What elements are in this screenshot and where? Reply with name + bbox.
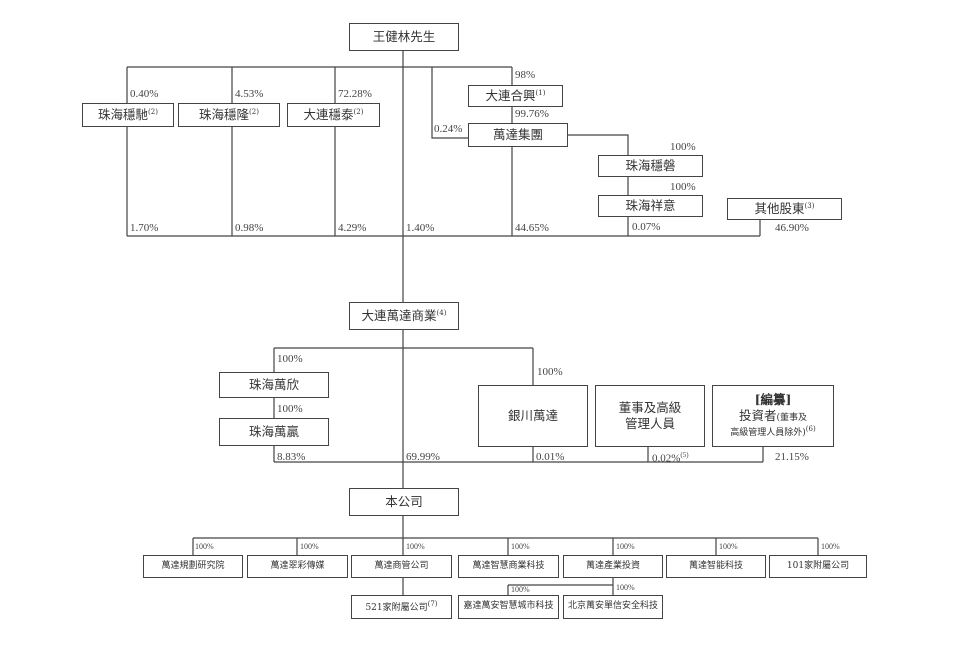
pct-label: 69.99% xyxy=(406,451,440,463)
box-label: 大連合興(1) xyxy=(485,87,546,103)
pct-label: 44.65% xyxy=(515,222,549,234)
box-label: 其他股東(3) xyxy=(754,200,815,216)
company-box: 本公司 xyxy=(349,488,459,516)
subsidiary-box: 萬達商管公司 xyxy=(351,555,452,578)
pct-label: 100% xyxy=(277,403,303,415)
subsidiary-box: 萬達翠彩傳媒 xyxy=(247,555,348,578)
pct-label: 1.40% xyxy=(406,222,435,234)
box-label: 銀川萬達 xyxy=(507,407,558,423)
box-label: 珠海萬贏 xyxy=(248,423,299,439)
box-label: 高級管理人員除外)(6) xyxy=(730,425,816,439)
dalian-hexing-box: 大連合興(1) xyxy=(468,85,563,107)
box-label: 101家附屬公司 xyxy=(786,560,850,571)
box-label: 珠海穩馳(2) xyxy=(98,106,158,122)
zhuhai-wenlong-box: 珠海穩隆(2) xyxy=(178,103,280,127)
subsidiary-box: 萬達規劃研究院 xyxy=(143,555,243,578)
dalian-wentai-box: 大連穩泰(2) xyxy=(287,103,380,127)
zhuhai-wenchi-box: 珠海穩馳(2) xyxy=(82,103,174,127)
box-label: 王健林先生 xyxy=(372,28,436,44)
pct-label: 0.02%(5) xyxy=(652,451,689,465)
box-label: 珠海萬欣 xyxy=(248,376,299,392)
pct-label: 100% xyxy=(821,542,840,551)
pct-label: 100% xyxy=(511,585,530,594)
pct-label: 100% xyxy=(406,542,425,551)
pct-label: 0.40% xyxy=(130,88,159,100)
pct-label: 100% xyxy=(616,583,635,592)
box-label: 萬達智能科技 xyxy=(688,560,743,571)
box-label: 珠海祥意 xyxy=(625,197,676,213)
box-label: 嘉達萬安智慧城市科技 xyxy=(463,601,554,612)
pct-label: 98% xyxy=(515,69,536,81)
zhuhai-wenpan-box: 珠海穩磐 xyxy=(598,155,703,177)
zhuhai-xiangyi-box: 珠海祥意 xyxy=(598,195,703,217)
pct-label: 100% xyxy=(300,542,319,551)
box-label: 521家附屬公司(7) xyxy=(365,599,438,613)
pct-label: 72.28% xyxy=(338,88,372,100)
box-label: 本公司 xyxy=(385,493,423,509)
pct-label: 8.83% xyxy=(277,451,306,463)
box-label: 珠海穩隆(2) xyxy=(199,106,259,122)
pct-label: 0.01% xyxy=(536,451,565,463)
pct-label: 4.53% xyxy=(235,88,264,100)
pct-label: 100% xyxy=(195,542,214,551)
zhuhai-wanying-box: 珠海萬贏 xyxy=(219,418,329,446)
directors-management-box: 董事及高級管理人員 xyxy=(595,385,705,447)
box-label: 大連穩泰(2) xyxy=(303,106,364,122)
pct-label: 0.98% xyxy=(235,222,264,234)
pct-label: 100% xyxy=(537,366,563,378)
box-label: 管理人員 xyxy=(624,416,675,431)
pct-label: 100% xyxy=(277,353,303,365)
pct-label: 100% xyxy=(719,542,738,551)
box-label: 萬達智慧商業科技 xyxy=(472,560,545,571)
wanda-group-box: 萬達集團 xyxy=(468,123,568,147)
pct-label: 100% xyxy=(670,181,696,193)
pct-label: 4.29% xyxy=(338,222,367,234)
box-label: 萬達翠彩傳媒 xyxy=(270,560,325,571)
subsidiary-box: 北京萬安單信安全科技 xyxy=(563,595,663,619)
pct-label: 0.24% xyxy=(434,123,463,135)
yinchuan-wanda-box: 銀川萬達 xyxy=(478,385,588,447)
investors-box: [編纂] 投資者(董事及 高級管理人員除外)(6) xyxy=(712,385,834,447)
subsidiary-box: 萬達產業投資 xyxy=(563,555,663,578)
box-label: 萬達產業投資 xyxy=(585,560,640,571)
pct-label: 100% xyxy=(670,141,696,153)
zhuhai-wanxin-box: 珠海萬欣 xyxy=(219,372,329,398)
box-label: 北京萬安單信安全科技 xyxy=(567,601,658,612)
redacted-label: [編纂] xyxy=(754,392,792,408)
pct-label: 100% xyxy=(616,542,635,551)
box-label: 董事及高級 xyxy=(618,399,682,415)
other-shareholders-box: 其他股東(3) xyxy=(727,198,842,220)
subsidiary-box: 521家附屬公司(7) xyxy=(351,595,452,619)
box-label: 萬達規劃研究院 xyxy=(161,560,225,571)
pct-label: 21.15% xyxy=(775,451,809,463)
pct-label: 99.76% xyxy=(515,108,549,120)
subsidiary-box: 萬達智慧商業科技 xyxy=(458,555,559,578)
wang-jianlin-box: 王健林先生 xyxy=(349,23,459,51)
subsidiary-box: 101家附屬公司 xyxy=(769,555,867,578)
pct-label: 1.70% xyxy=(130,222,159,234)
dalian-wanda-commercial-box: 大連萬達商業(4) xyxy=(349,302,459,330)
box-label: 萬達商管公司 xyxy=(374,560,429,571)
box-label: 大連萬達商業(4) xyxy=(361,307,447,323)
subsidiary-box: 萬達智能科技 xyxy=(666,555,766,578)
pct-label: 46.90% xyxy=(775,222,809,234)
box-label: 萬達集團 xyxy=(492,126,543,142)
box-label: 珠海穩磐 xyxy=(625,157,676,173)
subsidiary-box: 嘉達萬安智慧城市科技 xyxy=(458,595,559,619)
box-label: 投資者(董事及 xyxy=(738,408,808,424)
pct-label: 100% xyxy=(511,542,530,551)
pct-label: 0.07% xyxy=(632,221,661,233)
